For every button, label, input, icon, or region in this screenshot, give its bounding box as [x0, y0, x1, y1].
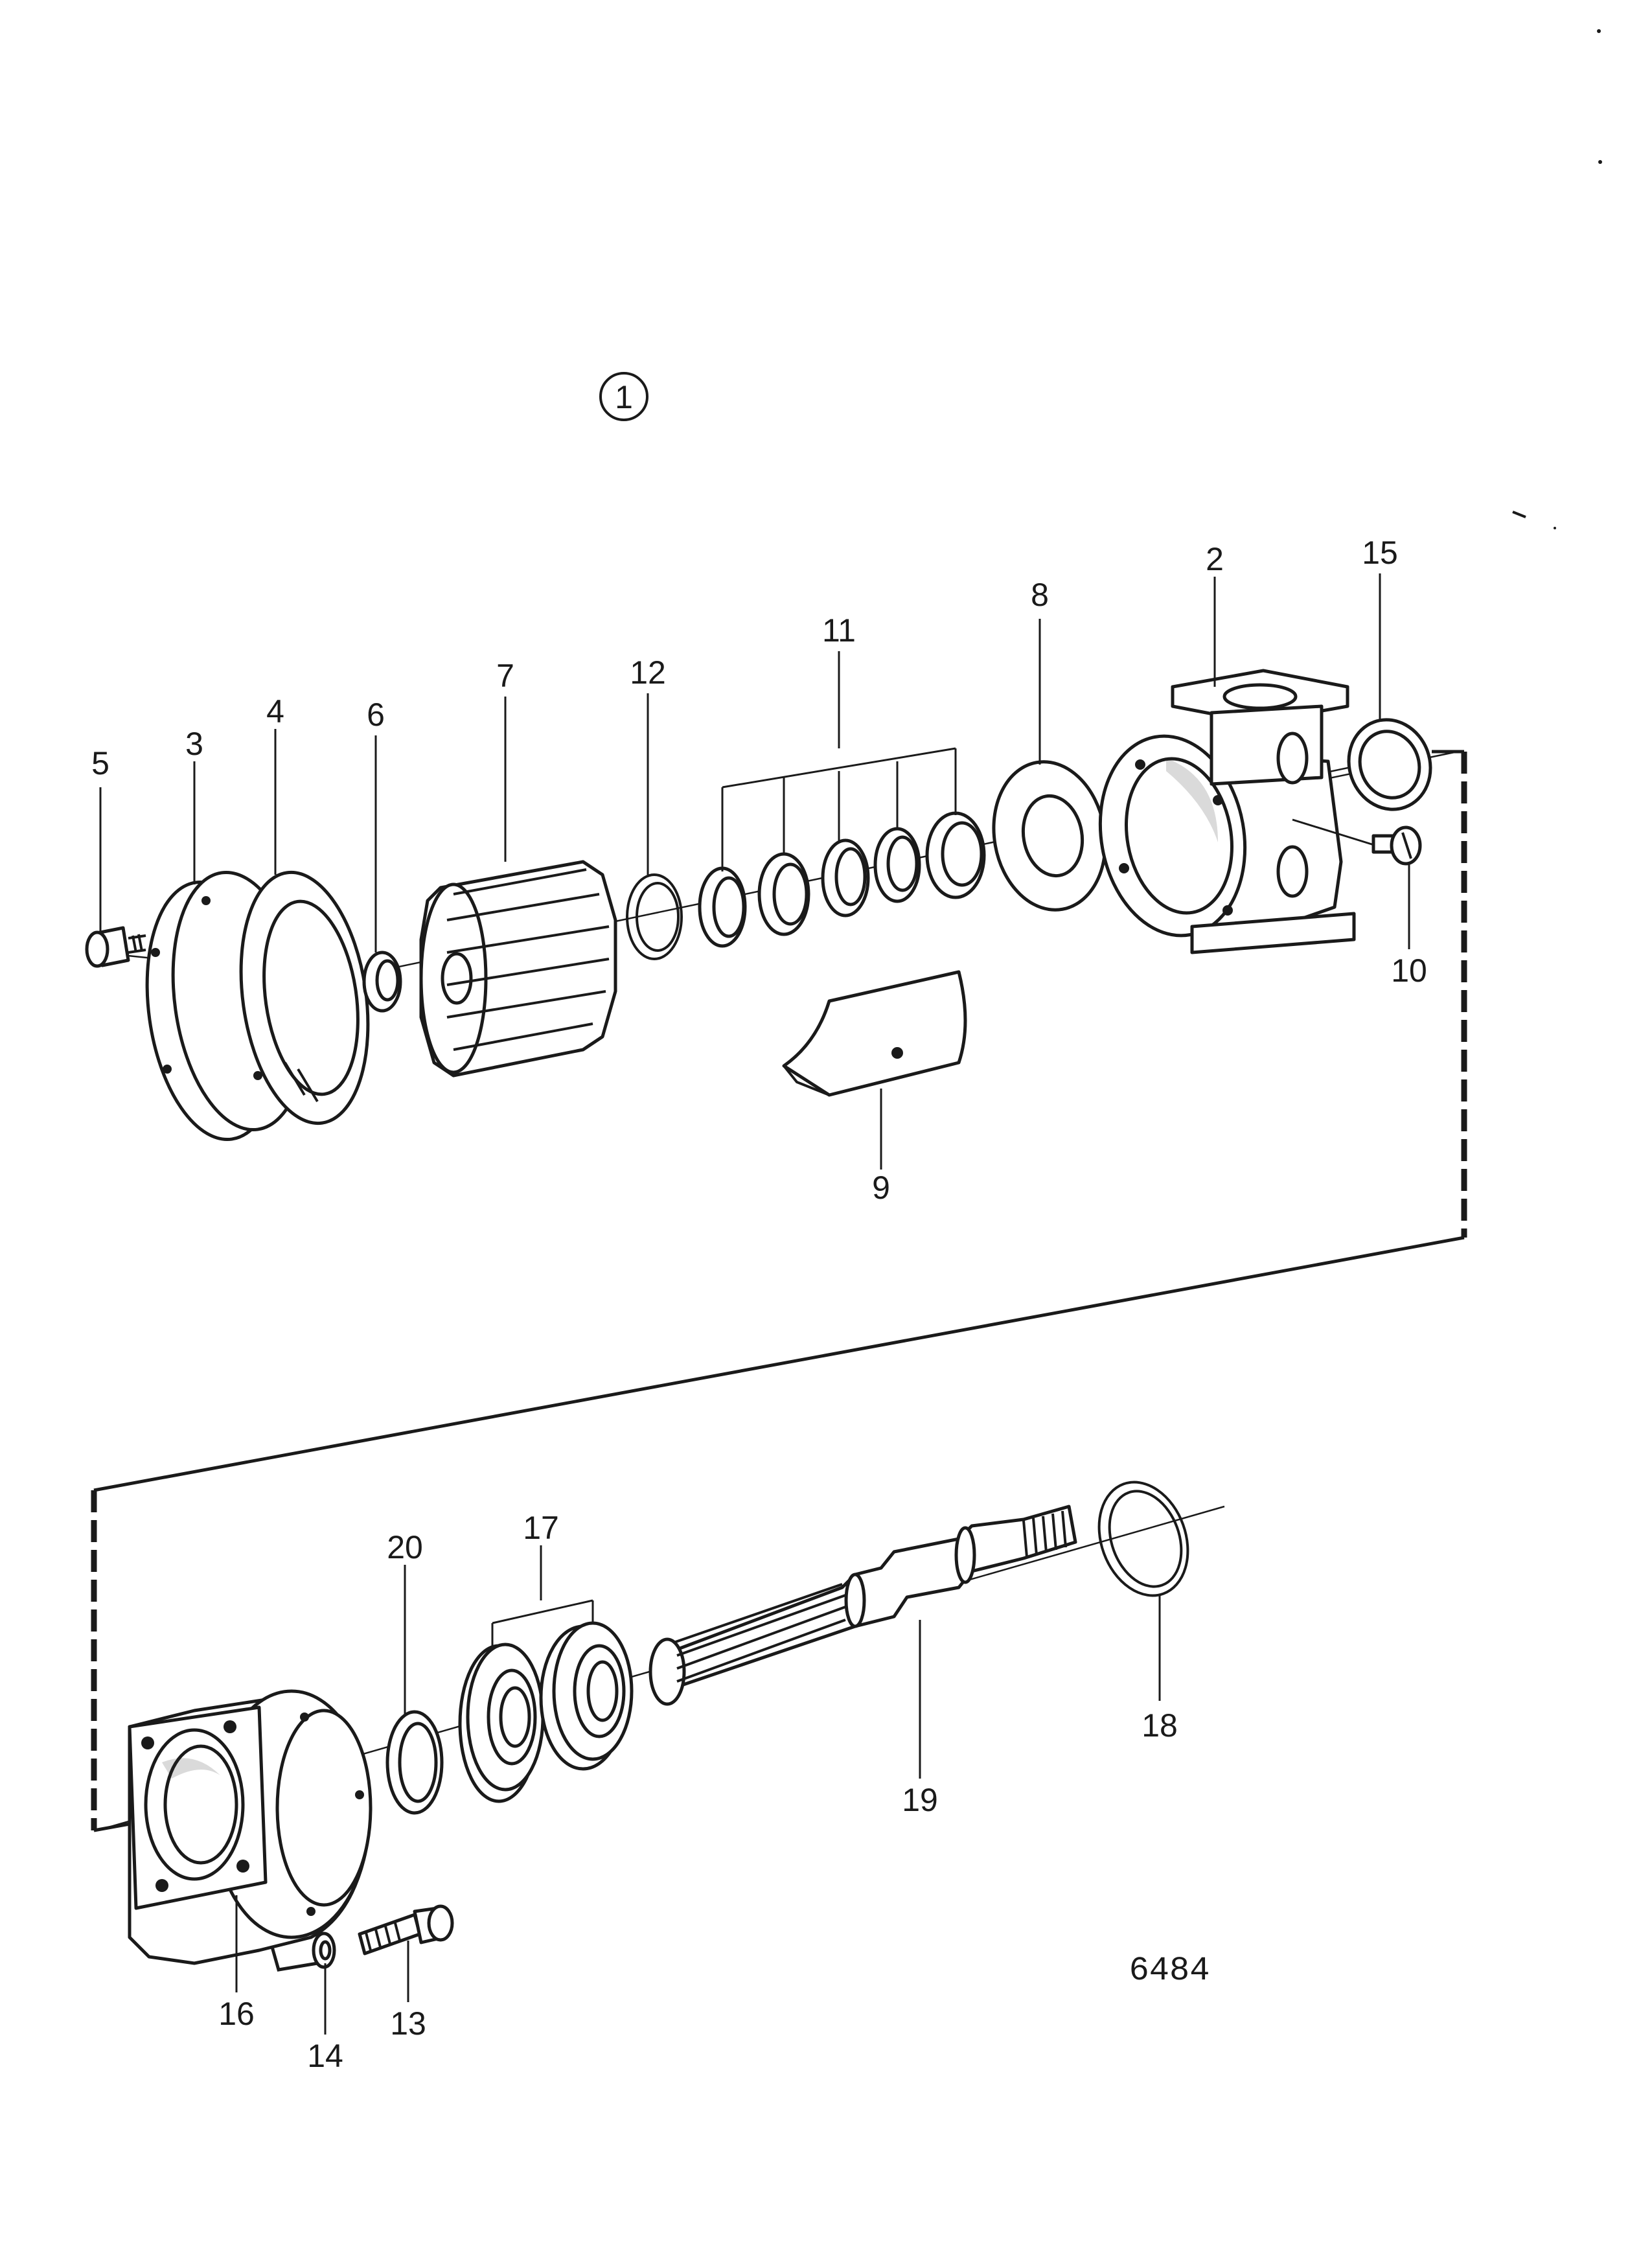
part-13-bolt — [358, 1904, 454, 1955]
part-4-gasket — [239, 870, 370, 1125]
callout-5: 5 — [91, 745, 109, 781]
leader-lines — [99, 573, 1410, 2035]
callout-19: 19 — [902, 1782, 938, 1818]
callout-10: 10 — [1391, 952, 1427, 989]
part-10-screw — [1292, 818, 1422, 866]
group-marker-circle — [599, 372, 648, 421]
drawing-number: 6484 — [1129, 1952, 1210, 1990]
callout-17: 17 — [523, 1510, 559, 1546]
part-15-oring — [1347, 718, 1432, 811]
part-17-bearings — [458, 1621, 634, 1803]
part-9-cam — [782, 970, 967, 1097]
callout-3: 3 — [185, 726, 203, 762]
callout-18: 18 — [1141, 1707, 1178, 1744]
callout-15: 15 — [1362, 535, 1398, 571]
part-5-screw — [85, 926, 146, 968]
callout-14: 14 — [307, 2038, 343, 2074]
part-16-bearing-housing — [128, 1689, 373, 1965]
callout-16: 16 — [218, 1996, 255, 2032]
callout-8: 8 — [1031, 577, 1049, 613]
part-18-circlip — [1097, 1481, 1189, 1597]
callout-9: 9 — [872, 1170, 890, 1206]
scan-specks — [1512, 29, 1602, 529]
callout-11: 11 — [822, 612, 856, 649]
part-7-impeller — [419, 860, 617, 1078]
callout-2: 2 — [1206, 541, 1224, 577]
callout-4: 4 — [266, 693, 284, 730]
part-8-washer — [992, 760, 1107, 912]
part-19-shaft — [648, 1505, 1077, 1706]
part-6-seal-ring — [362, 951, 402, 1013]
part-14-washer — [270, 1932, 336, 1972]
assembly-connection-dashes — [91, 750, 1467, 1832]
callout-labels: 1 2 3 4 5 6 7 8 9 10 11 12 13 14 15 16 1… — [91, 372, 1427, 2074]
callout-20: 20 — [387, 1529, 423, 1565]
part-12-circlip — [626, 873, 683, 960]
part-11-seal-rings — [698, 811, 986, 948]
part-20-seal — [385, 1710, 444, 1815]
callout-13: 13 — [390, 2005, 426, 2042]
callout-6: 6 — [367, 697, 385, 733]
callout-12: 12 — [630, 654, 666, 691]
group-marker: 1 — [615, 379, 633, 415]
callout-7: 7 — [496, 658, 514, 694]
part-2-pump-housing — [1098, 669, 1356, 954]
